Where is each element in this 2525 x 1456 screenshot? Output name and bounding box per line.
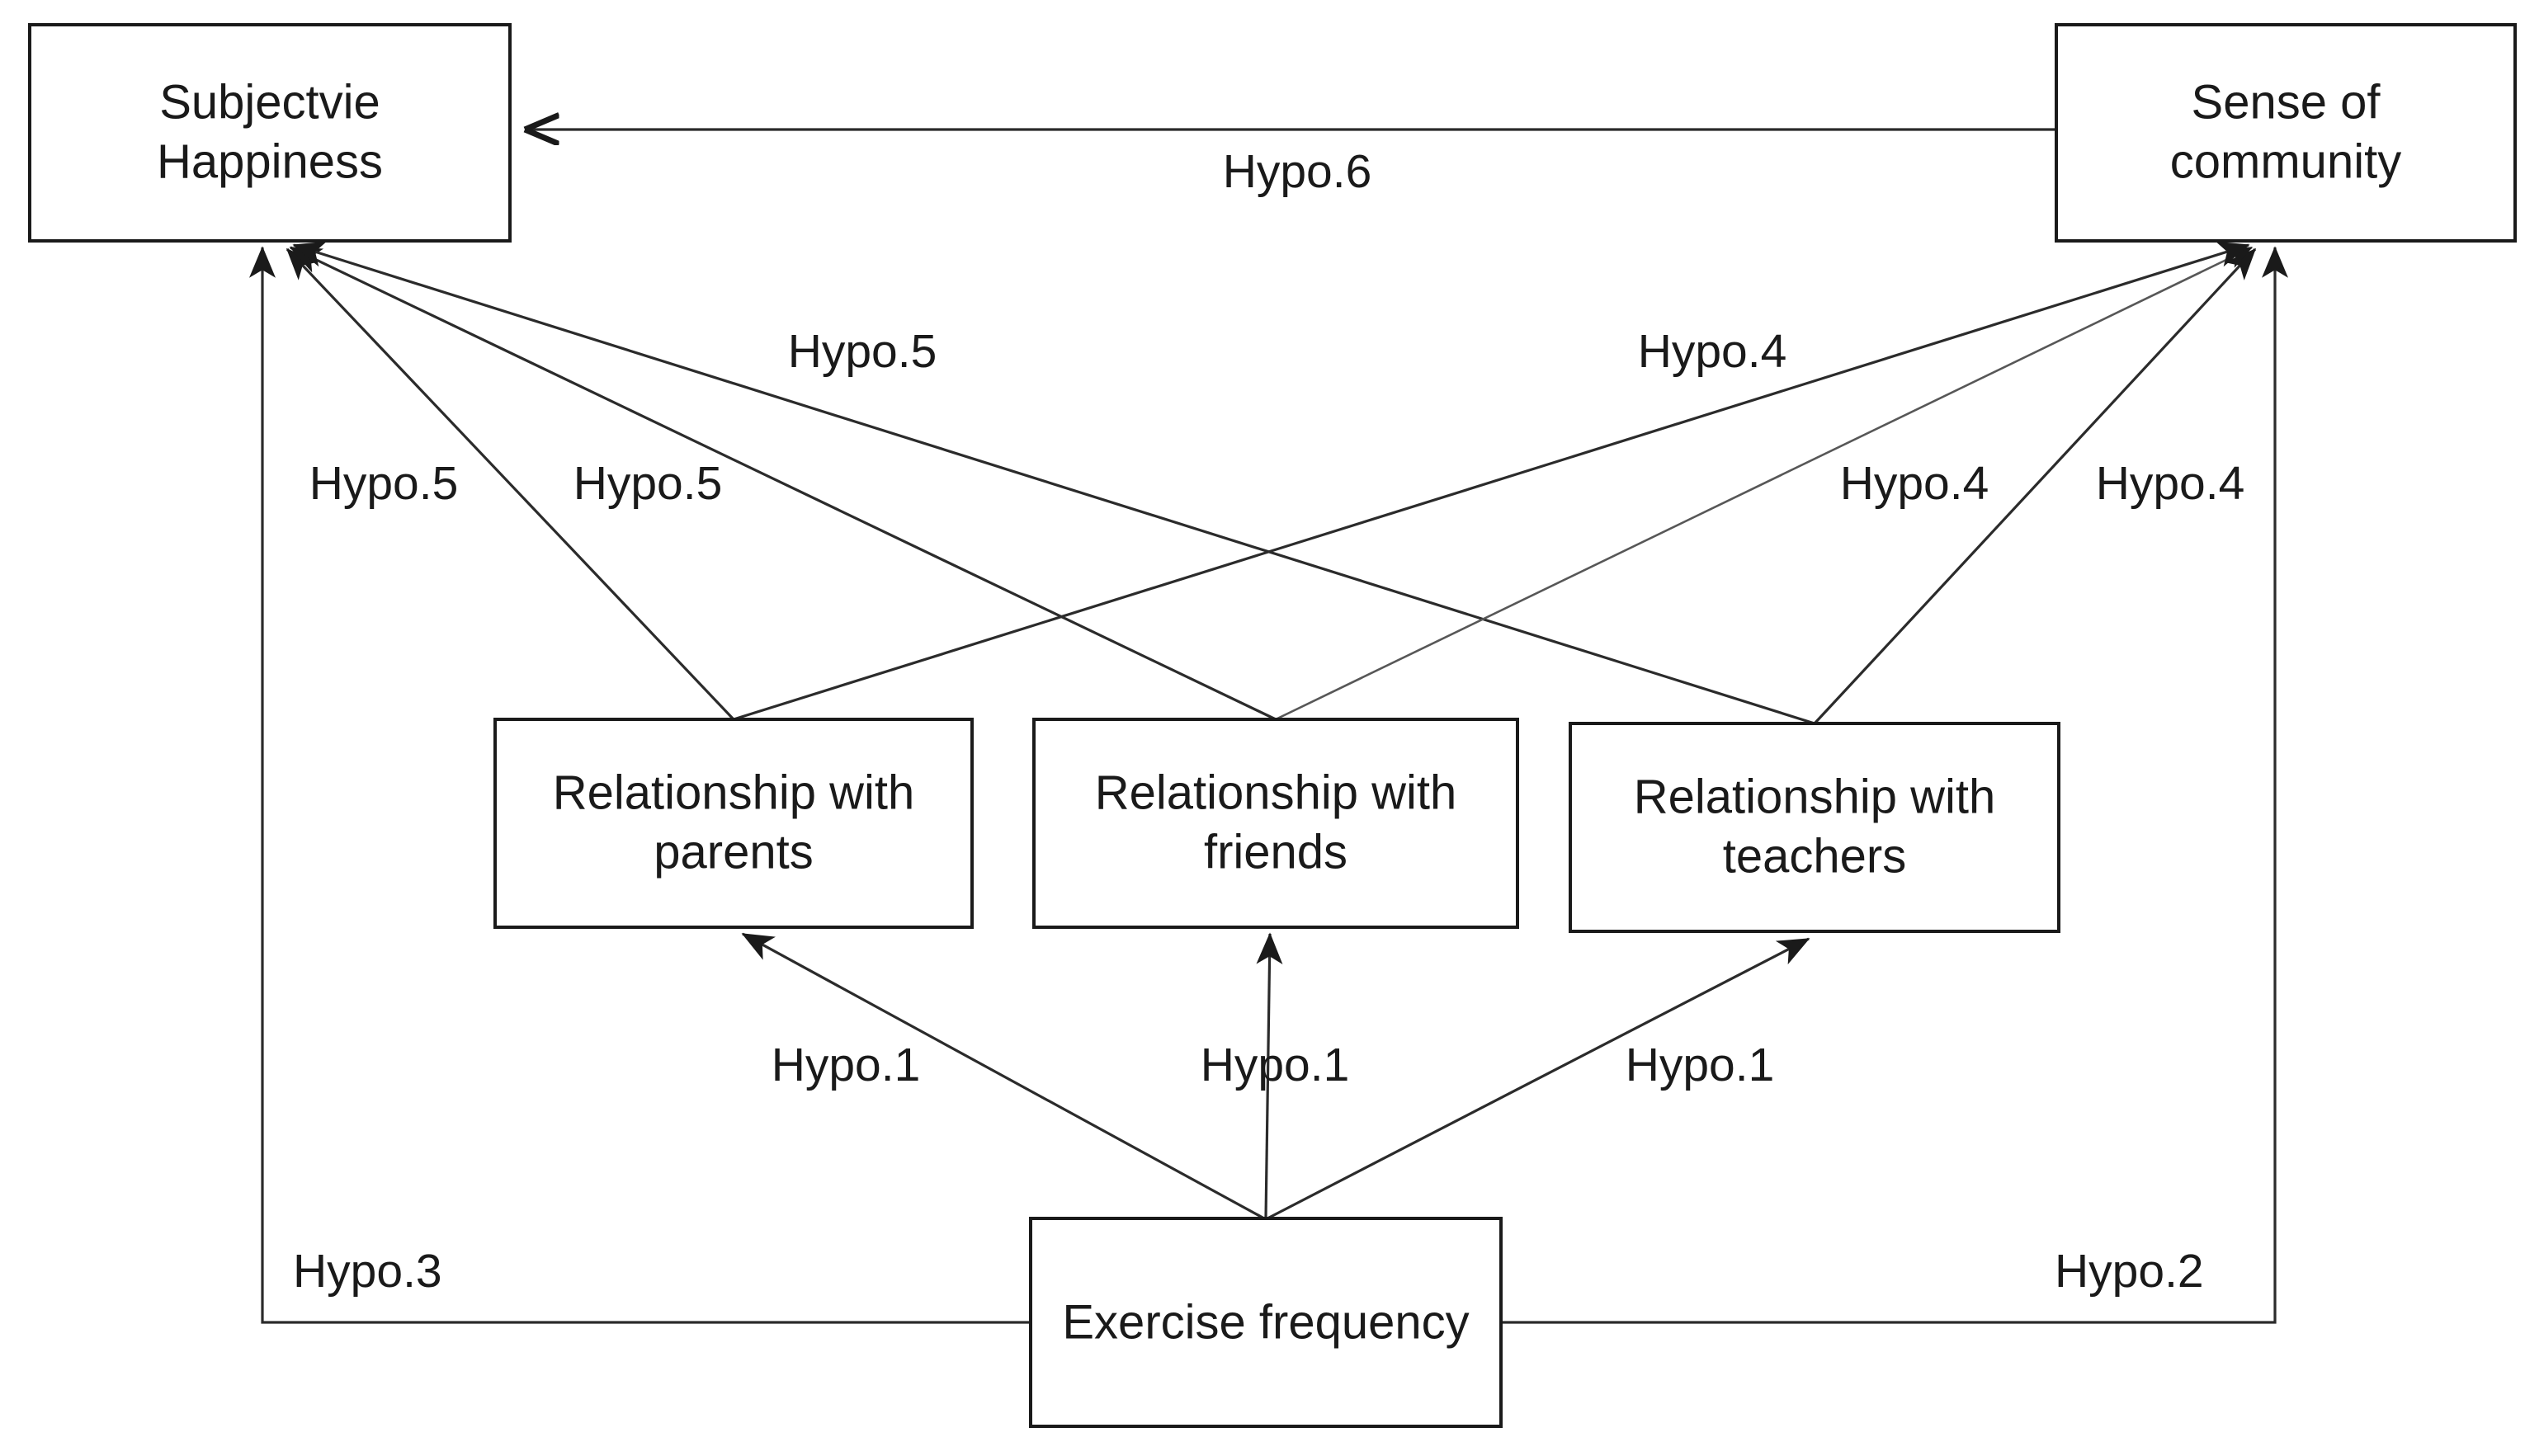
edge-label-hypo1-mid: Hypo.1 — [1201, 1039, 1350, 1091]
edge-label-hypo2: Hypo.2 — [2055, 1245, 2204, 1298]
relationship-with-teachers-box[interactable] — [1569, 722, 2060, 933]
relationship-with-parents-label-line1: Relationship with — [553, 766, 914, 819]
edge-group-hypo2 — [1501, 246, 2288, 1324]
node-subjective-happiness[interactable]: Subjectvie Happiness — [28, 23, 512, 243]
edge-hypo4-parents-to-community — [733, 241, 2250, 721]
edge-label-hypo4-upper-mid: Hypo.4 — [1638, 325, 1787, 378]
edge-label-hypo3: Hypo.3 — [293, 1245, 442, 1298]
edge-hypo4-friends-to-community — [1275, 246, 2254, 721]
relationship-with-friends-label-line2: friends — [1204, 825, 1347, 879]
edge-label-hypo1-right: Hypo.1 — [1626, 1039, 1775, 1091]
edge-label-hypo4-right-inner: Hypo.4 — [1840, 457, 1989, 510]
edge-hypo3-exercise-to-happiness — [249, 246, 1031, 1324]
edge-hypo5-teachers-to-happiness — [292, 241, 1815, 725]
sense-of-community-box[interactable] — [2055, 23, 2517, 243]
edge-label-hypo5-upper-mid: Hypo.5 — [788, 325, 937, 378]
relationship-with-parents-label-line2: parents — [654, 825, 813, 879]
exercise-frequency-label: Exercise frequency — [1062, 1295, 1469, 1349]
edge-hypo5-parents-to-happiness — [286, 247, 735, 721]
edge-group-hypo3 — [249, 246, 1031, 1324]
edge-group-hypo1 — [741, 932, 1810, 1220]
subjective-happiness-label-line1: Subjectvie — [159, 75, 380, 129]
relationship-with-friends-box[interactable] — [1032, 718, 1519, 929]
edge-hypo4-teachers-to-community — [1813, 247, 2257, 725]
edge-hypo5-friends-to-happiness — [289, 246, 1277, 721]
subjective-happiness-box[interactable] — [28, 23, 512, 243]
edge-label-hypo4-right-outer: Hypo.4 — [2096, 457, 2245, 510]
node-exercise-frequency[interactable]: Exercise frequency — [1029, 1217, 1503, 1428]
edge-hypo1-exercise-to-parents — [741, 932, 1265, 1220]
edge-hypo1-exercise-to-teachers — [1267, 937, 1810, 1220]
edge-hypo2-exercise-to-community — [1501, 246, 2288, 1324]
node-relationship-with-friends[interactable]: Relationship with friends — [1032, 718, 1519, 929]
subjective-happiness-label-line2: Happiness — [157, 134, 383, 188]
node-relationship-with-teachers[interactable]: Relationship with teachers — [1569, 722, 2060, 933]
node-sense-of-community[interactable]: Sense of community — [2055, 23, 2517, 243]
relationship-with-teachers-label-line2: teachers — [1723, 829, 1906, 883]
edge-group-hypo5 — [286, 241, 1815, 725]
edge-label-hypo6: Hypo.6 — [1223, 145, 1372, 198]
edge-label-hypo5-left-inner: Hypo.5 — [573, 457, 723, 510]
relationship-with-friends-label-line1: Relationship with — [1095, 766, 1456, 819]
edge-label-hypo5-left-outer: Hypo.5 — [309, 457, 459, 510]
edge-group-hypo4 — [733, 241, 2257, 725]
edge-label-hypo1-left: Hypo.1 — [772, 1039, 921, 1091]
relationship-with-parents-box[interactable] — [493, 718, 974, 929]
sense-of-community-label-line1: Sense of — [2192, 75, 2381, 129]
edge-hypo1-exercise-to-friends — [1256, 932, 1283, 1219]
sense-of-community-label-line2: community — [2170, 134, 2401, 188]
relationship-with-teachers-label-line1: Relationship with — [1634, 770, 1995, 823]
node-relationship-with-parents[interactable]: Relationship with parents — [493, 718, 974, 929]
exercise-frequency-box[interactable] — [1029, 1217, 1503, 1428]
